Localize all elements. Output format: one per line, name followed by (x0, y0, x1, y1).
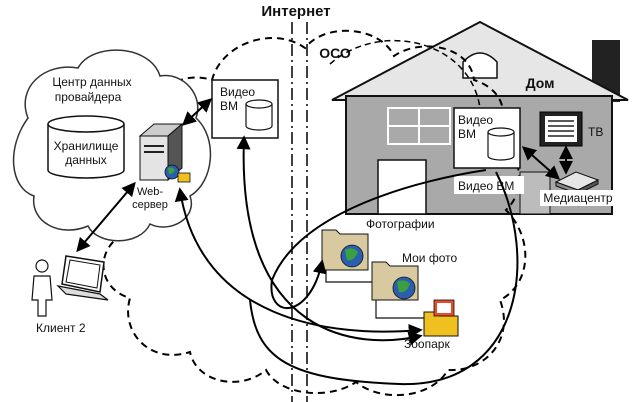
arrow-home-loop (249, 171, 519, 386)
home-label-box (510, 70, 570, 94)
storage-label-line1: Хранилище (54, 139, 119, 153)
arrow-videovm-zoo (236, 135, 423, 346)
house-window-left (387, 107, 451, 145)
web-server-label-line2: сервер (132, 199, 168, 211)
mediacenter: Медиацентр (540, 171, 618, 206)
folder-photos-label: Фотографии (366, 217, 435, 231)
arrow-home-vm-folders (270, 169, 487, 309)
web-server-label-line1: Web- (137, 186, 163, 198)
data-storage: Хранилище данных (47, 115, 125, 179)
arrow-client-webserver (76, 181, 136, 253)
video-vm-home-label-line2: ВМ (458, 127, 476, 141)
video-vm-home: Видео ВМ Видео ВМ (453, 107, 524, 194)
web-server (138, 122, 191, 183)
provider-datacenter: Центр данных провайдера Хранилище данных… (12, 49, 212, 242)
cloud-outline (102, 29, 527, 397)
person-icon (31, 259, 53, 317)
arrow-vm-mediacenter (521, 146, 561, 180)
tv-label: ТВ (588, 125, 603, 139)
internet-label: Интернет (261, 3, 330, 20)
connection-arrows (76, 39, 573, 386)
datacenter-label-line2: провайдера (55, 90, 122, 104)
datacenter-label-line1: Центр данных (52, 75, 131, 89)
folder-my-photos: Мои фото (371, 251, 457, 301)
tv: ТВ (539, 111, 603, 147)
storage-label-line2: данных (65, 153, 107, 167)
video-vm-cloud: Видео ВМ (211, 79, 279, 139)
video-vm-home-label-line1: Видео (458, 113, 493, 127)
attic-window (462, 52, 498, 79)
folder-zoo-label: Зоопарк (404, 337, 450, 351)
video-vm-caption: Видео ВМ (458, 179, 514, 193)
video-vm-cloud-label-line1: Видео (220, 85, 255, 99)
video-vm-cloud-label-line2: ВМ (220, 99, 238, 113)
video-vm-caption-box (454, 176, 524, 194)
mediacenter-label: Медиацентр (543, 191, 612, 205)
arrow-oso-home (329, 39, 481, 109)
folder-zoo: Зоопарк (404, 299, 459, 351)
folder-icon (177, 172, 191, 183)
client-label: Клиент 2 (36, 321, 86, 335)
oso-label: ОСО (319, 45, 351, 61)
garage-door (377, 159, 427, 215)
arrow-webserver-videovm (181, 98, 213, 126)
client-2: Клиент 2 (31, 255, 109, 335)
home-label: Дом (526, 75, 555, 91)
laptop-icon (56, 255, 109, 301)
folder-my-photos-label: Мои фото (402, 251, 457, 265)
